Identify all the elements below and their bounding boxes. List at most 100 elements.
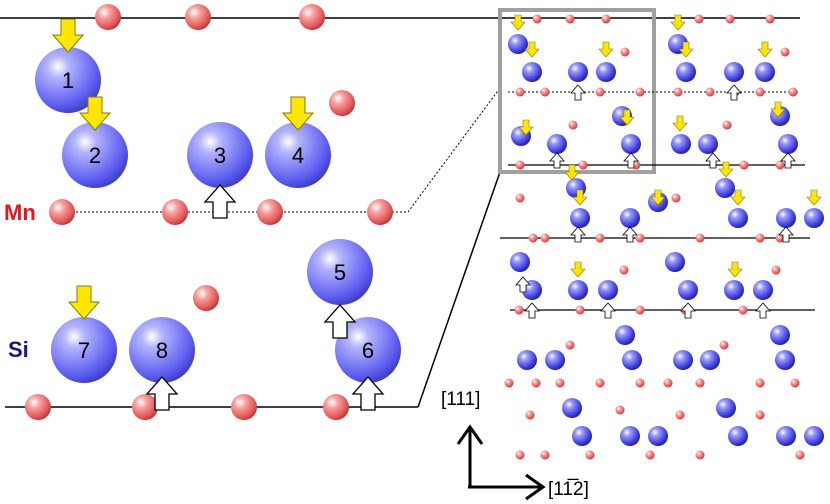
mn-atom: [514, 305, 524, 315]
si-atom: [671, 134, 691, 154]
si-atom: [517, 350, 537, 370]
si-atom: [621, 134, 641, 154]
mn-atom: [540, 87, 550, 97]
si-atom: [572, 426, 592, 446]
arrow-up-icon: [755, 302, 771, 319]
mn-atom: [755, 410, 765, 420]
mn-atom: [575, 305, 585, 315]
arrow-up-icon: [726, 84, 742, 101]
si-atom: [698, 134, 718, 154]
si-atom-3: [187, 122, 253, 188]
mn-atom: [595, 87, 605, 97]
mn-atom: [367, 199, 393, 225]
mn-atom: [515, 450, 525, 460]
atom-number: 7: [78, 338, 90, 363]
mn-atom: [25, 394, 51, 420]
mn-atom: [515, 193, 525, 203]
arrow-up-icon: [145, 376, 179, 411]
zoom-connector-bottom: [417, 171, 501, 408]
mn-atom: [578, 160, 588, 170]
si-atom-4: [265, 122, 331, 188]
mn-atom: [95, 4, 121, 30]
arrow-down-icon: [518, 119, 534, 136]
mn-atom: [525, 410, 535, 420]
mn-atom: [185, 4, 211, 30]
mn-atom: [722, 120, 732, 130]
mn-atom: [694, 14, 704, 24]
si-atom: [665, 252, 685, 272]
si-atom: [753, 280, 773, 300]
mn-atom: [755, 378, 765, 388]
si-atom: [724, 62, 744, 82]
mn-atom: [775, 233, 785, 243]
si-atom: [622, 350, 642, 370]
atom-number: 4: [292, 143, 304, 168]
mn-atom: [775, 160, 785, 170]
si-atom: [804, 426, 824, 446]
mn-atom: [257, 199, 283, 225]
arrow-up-icon: [680, 302, 696, 319]
si-atom: [775, 350, 795, 370]
arrow-up-icon: [623, 152, 639, 169]
mn-atom: [162, 199, 188, 225]
arrow-down-icon: [770, 101, 786, 118]
mn-atom: [738, 305, 748, 315]
mn-atom: [565, 14, 575, 24]
mn-atom: [671, 193, 681, 203]
si-atom: [778, 134, 798, 154]
si-atom: [673, 350, 693, 370]
mn-atom: [620, 47, 630, 57]
mn-atom: [329, 90, 355, 116]
si-atom: [562, 398, 582, 418]
arrow-down-icon: [718, 161, 734, 178]
si-atom: [724, 280, 744, 300]
si-atom: [700, 350, 720, 370]
mn-atom: [635, 378, 645, 388]
zoom-connector-top: [407, 87, 501, 213]
arrow-up-icon: [549, 152, 565, 169]
mn-atom: [504, 378, 514, 388]
arrow-down-icon: [598, 41, 614, 58]
arrow-down-icon: [564, 164, 580, 181]
si-atom: [776, 426, 796, 446]
si-atom: [715, 178, 735, 198]
si-atom: [568, 280, 588, 300]
arrow-down-icon: [650, 189, 666, 206]
arrow-down-icon: [281, 96, 315, 131]
mn-atom: [619, 265, 629, 275]
mn-atom: [719, 340, 729, 350]
si-atom: [620, 208, 640, 228]
arrow-down-icon: [510, 14, 526, 31]
si-atom: [648, 426, 668, 446]
si-atom: [522, 62, 542, 82]
arrow-up-icon: [456, 424, 484, 445]
si-atom: [728, 208, 748, 228]
arrow-up-icon: [515, 276, 531, 293]
arrow-down-icon: [727, 261, 743, 278]
overview-panel: [498, 8, 824, 460]
si-atom: [568, 62, 588, 82]
si-atom-7: [51, 317, 117, 383]
mn-atom: [695, 450, 705, 460]
si-atom: [770, 325, 790, 345]
si-atom-1: [35, 47, 101, 113]
mn-atom: [528, 233, 538, 243]
atom-number: 5: [334, 260, 346, 285]
mn-atom: [788, 87, 798, 97]
mn-atom: [705, 87, 715, 97]
mn-atom: [795, 450, 805, 460]
arrow-up-icon: [780, 152, 796, 169]
atom-number: 8: [156, 338, 168, 363]
arrow-up-icon: [622, 226, 638, 243]
mn-atom: [323, 394, 349, 420]
si-atom: [776, 208, 796, 228]
mn-atom: [515, 160, 525, 170]
mn-atom: [565, 340, 575, 350]
arrow-up-icon: [203, 184, 237, 219]
mn-atom: [595, 233, 605, 243]
arrow-down-icon: [730, 189, 746, 206]
arrow-up-icon: [524, 302, 540, 319]
arrow-up-icon: [778, 226, 794, 243]
si-atom: [596, 62, 616, 82]
